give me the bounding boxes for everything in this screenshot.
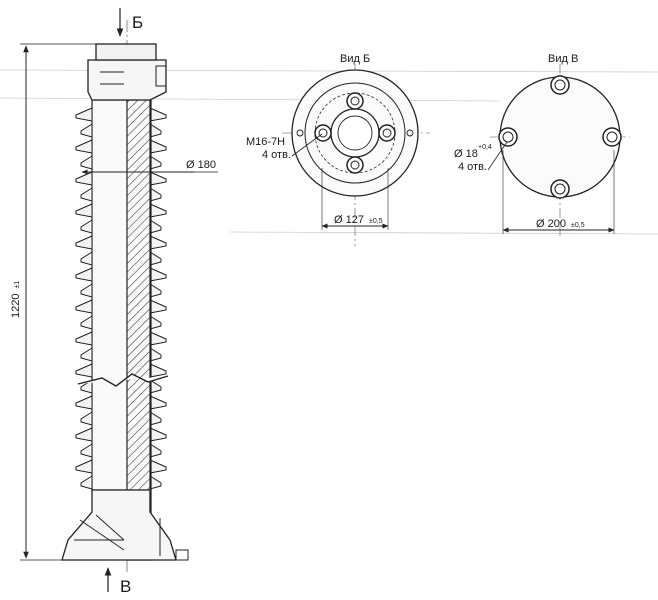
svg-text:Ø 18: Ø 18	[454, 148, 478, 160]
view-b-holes	[314, 92, 396, 174]
view-b-diameter-tolerance: ±0,5	[369, 218, 383, 225]
view-v-hole-symbol: Ø	[454, 148, 463, 160]
diameter-symbol: Ø	[186, 159, 195, 171]
mounting-hole	[550, 75, 570, 95]
view-v-holes-count: 4 отв.	[458, 161, 487, 173]
view-marker-top: Б	[116, 8, 143, 37]
svg-text:Ø 180: Ø 180	[186, 159, 216, 171]
height-tolerance: ±1	[14, 281, 21, 289]
view-v-diameter-tolerance: ±0,5	[571, 222, 585, 229]
mounting-hole	[602, 127, 622, 147]
view-b-diameter-value: 127	[346, 214, 364, 226]
view-v-diameter-value: 200	[548, 218, 566, 230]
mounting-hole	[378, 124, 396, 142]
mounting-hole	[346, 92, 364, 110]
mounting-hole	[350, 160, 360, 170]
svg-text:Ø 127 ±0,5: Ø 127 ±0,5	[334, 214, 383, 226]
svg-text:1220 ±1: 1220 ±1	[10, 281, 22, 318]
view-marker-top-letter: Б	[132, 13, 143, 32]
mounting-hole	[554, 183, 566, 195]
view-b: Вид Б M16-7H 4 отв. Ø 127 ±0,5	[246, 53, 430, 246]
mounting-hole	[350, 96, 360, 106]
view-v-diameter-symbol: Ø	[536, 218, 545, 230]
view-v-hole-value: 18	[466, 148, 478, 160]
diameter-value: 180	[198, 159, 216, 171]
view-marker-bottom-letter: В	[120, 577, 131, 596]
mounting-hole	[346, 156, 364, 174]
height-dimension: 1220 ±1	[10, 43, 96, 561]
view-v-holes	[498, 75, 622, 199]
view-marker-bottom: В	[104, 567, 131, 596]
svg-text:Ø 200 ±0,5: Ø 200 ±0,5	[536, 218, 585, 230]
view-v-hole-tolerance: +0,4	[478, 144, 492, 151]
mounting-hole	[502, 131, 514, 143]
view-b-holes-count: 4 отв.	[262, 149, 291, 161]
view-v-title: Вид В	[548, 53, 578, 65]
mounting-hole	[554, 79, 566, 91]
mounting-hole	[382, 128, 392, 138]
insulator-sheds	[75, 107, 167, 490]
mounting-hole	[318, 128, 328, 138]
view-b-diameter-symbol: Ø	[334, 214, 343, 226]
mounting-hole	[314, 124, 332, 142]
view-b-title: Вид Б	[340, 53, 370, 65]
view-v: Вид В Ø 18 +0,4 4 отв. Ø 200 ±0,5	[454, 53, 630, 238]
insulator-side-view	[61, 20, 189, 572]
mounting-hole	[550, 179, 570, 199]
view-b-thread: M16-7H	[246, 136, 285, 148]
mounting-hole	[498, 127, 518, 147]
height-value: 1220	[10, 294, 22, 318]
diameter-180-dimension: Ø 180	[81, 159, 218, 175]
mounting-hole	[606, 131, 618, 143]
